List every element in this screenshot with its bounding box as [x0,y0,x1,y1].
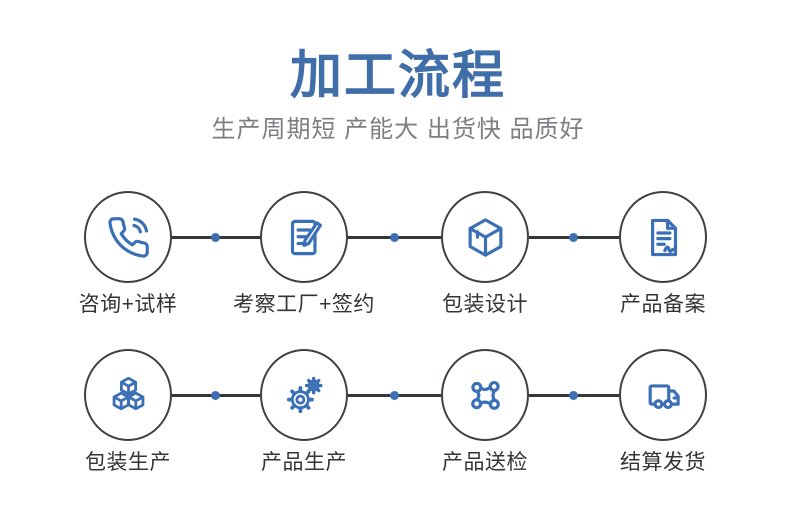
connector-dot [390,233,399,242]
step-circle [84,349,172,441]
contract-signing-icon [290,219,322,255]
step-product-production: 产品生产 [214,349,394,475]
step-circle [441,349,529,441]
step-settlement-shipping: 结算发货 [573,349,753,475]
step-product-inspection: 产品送检 [395,349,575,475]
page-subtitle: 生产周期短 产能大 出货快 品质好 [211,116,585,143]
step-label: 结算发货 [620,451,706,474]
molecule-network-icon [470,380,500,410]
step-circle [260,349,348,441]
step-circle [441,191,529,283]
cubes-stack-icon [112,376,144,410]
page-title: 加工流程 [289,47,506,105]
step-label: 产品生产 [261,451,347,474]
step-factory-contract: 考察工厂+签约 [214,191,394,317]
step-packaging-production: 包装生产 [38,349,218,475]
step-circle [84,191,172,283]
gears-icon [286,376,322,413]
package-cube-icon [468,217,502,257]
step-label: 包装设计 [442,293,528,316]
connector-dot [211,233,220,242]
step-label: 产品送检 [442,451,528,474]
step-product-record: 产品备案 [573,191,753,317]
delivery-truck-icon [648,383,680,409]
connector-dot [390,391,399,400]
connector-dot [569,391,578,400]
step-circle [619,191,707,283]
step-packaging-design: 包装设计 [395,191,575,317]
step-label: 咨询+试样 [78,293,178,316]
step-consult-sample: 咨询+试样 [38,191,218,317]
connector-dot [211,391,220,400]
step-circle [619,349,707,441]
step-label: 产品备案 [620,293,706,316]
phone-call-icon [107,216,149,258]
document-filing-icon [650,218,677,256]
step-label: 包装生产 [85,451,171,474]
step-circle [260,191,348,283]
connector-dot [569,233,578,242]
step-label: 考察工厂+签约 [233,293,375,316]
